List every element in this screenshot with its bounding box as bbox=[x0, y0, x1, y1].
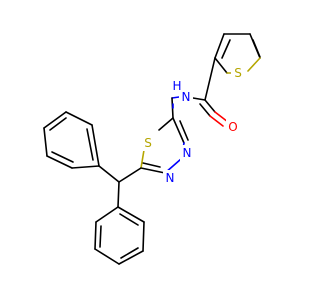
bond bbox=[51, 151, 74, 163]
phenyl-ring-lower bbox=[94, 206, 145, 265]
bond bbox=[118, 250, 144, 265]
phenyl-ring-upper bbox=[43, 111, 100, 169]
benzhydryl-group bbox=[98, 165, 142, 208]
bond bbox=[118, 167, 142, 183]
bond bbox=[214, 33, 225, 59]
bond bbox=[91, 124, 100, 167]
bond bbox=[94, 248, 120, 265]
bond bbox=[192, 97, 206, 101]
bond bbox=[158, 117, 174, 131]
bond bbox=[49, 117, 67, 131]
atom-labels: S N H O S N N bbox=[141, 65, 245, 186]
bond bbox=[142, 162, 161, 168]
bond bbox=[209, 115, 224, 127]
bond bbox=[86, 128, 94, 161]
bond bbox=[214, 111, 229, 123]
bond bbox=[43, 111, 67, 129]
bond bbox=[179, 120, 189, 141]
bond bbox=[171, 96, 180, 99]
bond bbox=[221, 39, 231, 59]
bond bbox=[117, 206, 145, 223]
bond bbox=[142, 221, 145, 252]
bond bbox=[94, 221, 97, 250]
bond bbox=[117, 181, 120, 208]
thiadiazole-nitrogen-4-label: N bbox=[166, 171, 175, 185]
thiophene-ring bbox=[214, 33, 261, 74]
amide-nitrogen-label: N bbox=[182, 90, 191, 104]
bond bbox=[98, 165, 120, 183]
bond bbox=[140, 167, 166, 174]
bond bbox=[71, 165, 100, 169]
bond bbox=[46, 155, 73, 169]
bond bbox=[120, 247, 139, 259]
amide-group bbox=[171, 57, 229, 127]
bond bbox=[247, 57, 261, 72]
bond bbox=[252, 39, 261, 58]
bond bbox=[65, 111, 93, 126]
bond bbox=[99, 225, 102, 248]
bond bbox=[172, 117, 185, 144]
bond bbox=[119, 213, 139, 226]
thiadiazole-sulfur-label: S bbox=[144, 136, 152, 150]
carbonyl-oxygen-label: O bbox=[228, 120, 237, 134]
bond bbox=[95, 206, 119, 223]
amide-hydrogen-label: H bbox=[172, 79, 181, 93]
bond bbox=[214, 57, 228, 74]
molecule-structure-diagram: S N H O S N N bbox=[43, 33, 261, 265]
bond bbox=[204, 99, 216, 113]
bond bbox=[204, 57, 216, 101]
bond bbox=[199, 103, 211, 117]
bond bbox=[140, 149, 145, 169]
bond bbox=[43, 127, 48, 157]
thiadiazole-nitrogen-3-label: N bbox=[183, 146, 192, 160]
thiophene-sulfur-label: S bbox=[234, 66, 242, 80]
